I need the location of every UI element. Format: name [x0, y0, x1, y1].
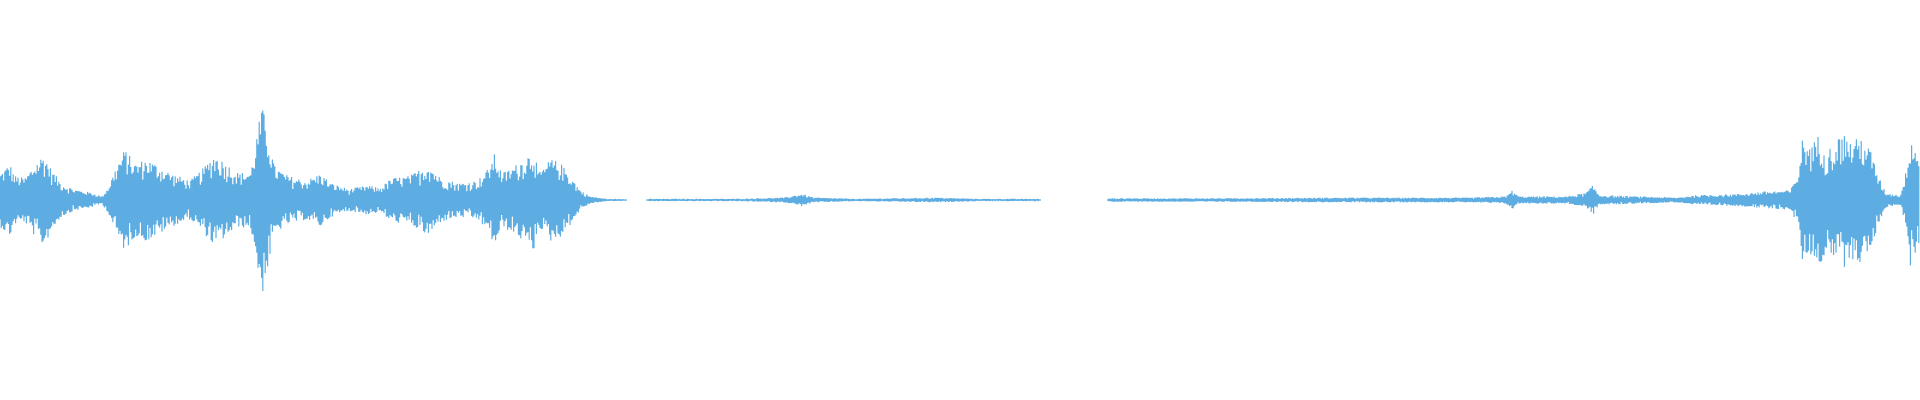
waveform-path [0, 110, 1920, 291]
